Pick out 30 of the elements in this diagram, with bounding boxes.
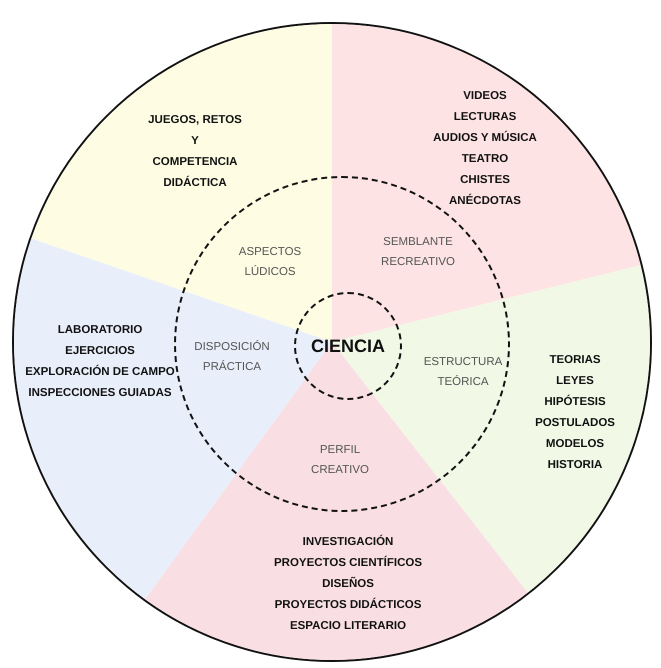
list-item: POSTULADOS <box>534 416 616 431</box>
list-item: PROYECTOS DIDÁCTICOS <box>274 596 422 613</box>
list-item: HISTORIA <box>546 458 604 473</box>
list-item: TEATRO <box>460 152 510 167</box>
sector-label: ESTRUCTURA TEÓRICA <box>413 352 513 392</box>
sector-label: DISPOSICIÓN PRÁCTICA <box>182 337 282 377</box>
list-item: JUEGOS, RETOS Y COMPETENCIA DIDÁCTICA <box>148 113 242 191</box>
list-item: ANÉCDOTAS <box>448 192 522 209</box>
list-item: LECTURAS <box>452 110 518 125</box>
sector-label: PERFIL CREATIVO <box>290 440 390 480</box>
list-item: INSPECCIONES GUIADAS <box>27 386 173 401</box>
sector-label: ASPECTOS LÚDICOS <box>220 242 320 282</box>
sector-label: SEMBLANTE RECREATIVO <box>368 232 468 272</box>
list-item: VIDEOS <box>462 89 508 104</box>
list-item: DISEÑOS <box>321 576 375 592</box>
list-item: HIPÓTESIS <box>543 394 607 410</box>
center-circle <box>294 292 402 400</box>
list-item: EXPLORACIÓN DE CAMPO <box>25 364 175 380</box>
list-item: EJERCICIOS <box>64 344 136 359</box>
list-item: INVESTIGACIÓN <box>302 534 394 550</box>
list-item: PROYECTOS CIENTÍFICOS <box>272 554 424 571</box>
list-item: ESPACIO LITERARIO <box>288 619 408 634</box>
list-item: LABORATORIO <box>56 323 144 338</box>
list-item: MODELOS <box>544 437 606 452</box>
list-item: TEORIAS <box>548 353 602 368</box>
list-item: AUDIOS Y MÚSICA <box>432 130 538 146</box>
outer-circle <box>12 22 652 662</box>
list-item: LEYES <box>555 374 595 389</box>
list-item: CHISTES <box>459 173 511 188</box>
center-title: CIENCIA <box>310 336 385 356</box>
